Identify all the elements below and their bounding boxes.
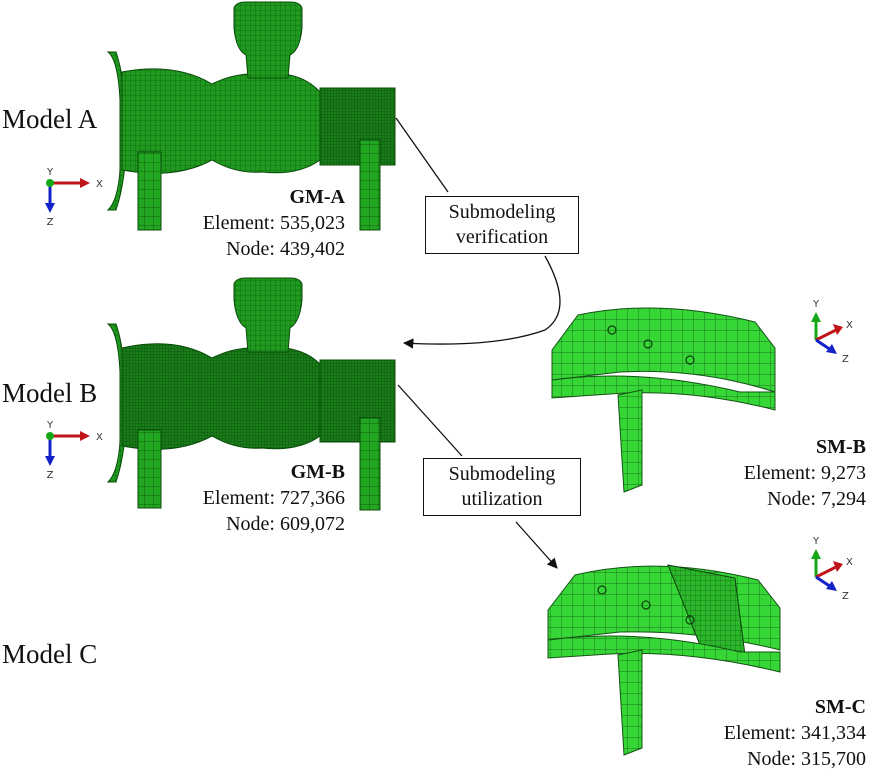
gm-a-name: GM-A [289, 186, 345, 208]
model-c-label: Model C [2, 639, 98, 669]
axis-label-x: X [96, 179, 103, 190]
global-model-b-mesh [106, 277, 396, 511]
axis-label-z: Z [47, 217, 54, 228]
gm-b-name: GM-B [290, 461, 345, 483]
sm-b-elements: Element: 9,273 [744, 460, 866, 486]
gm-b-elements: Element: 727,366 [203, 485, 345, 511]
axis-label-y: Y [46, 420, 54, 431]
axis-triad-sm-c: Y X Z [811, 536, 853, 602]
axis-label-z: Z [47, 470, 54, 481]
node-label: Node: [767, 488, 816, 510]
sm-b-nodes: Node: 7,294 [744, 486, 866, 512]
element-count: 535,023 [280, 212, 345, 234]
sm-c-info: SM-C Element: 341,334 Node: 315,700 [724, 694, 866, 772]
axis-label-y: Y [46, 167, 54, 178]
model-b-label: Model B [2, 378, 98, 408]
element-count: 727,366 [280, 487, 345, 509]
node-label: Node: [226, 513, 275, 535]
connector-verification-to-gm-b [402, 255, 561, 349]
element-count: 341,334 [801, 722, 866, 744]
node-count: 7,294 [821, 488, 866, 510]
submodeling-utilization-box: Submodeling utilization [423, 458, 581, 516]
connector-gm-a-to-verification [395, 117, 449, 193]
element-count: 9,273 [821, 462, 866, 484]
axis-label-y: Y [812, 299, 820, 310]
sm-c-elements: Element: 341,334 [724, 720, 866, 746]
global-model-a-mesh [106, 1, 396, 231]
sm-c-name: SM-C [814, 696, 866, 718]
box-line-2: utilization [461, 488, 543, 510]
model-a-label: Model A [2, 104, 98, 134]
box-line-1: Submodeling [448, 463, 556, 485]
element-label: Element: [202, 487, 275, 509]
axis-label-z: Z [842, 591, 849, 602]
submodel-b-mesh [551, 307, 776, 493]
gm-b-info: GM-B Element: 727,366 Node: 609,072 [203, 459, 345, 537]
node-label: Node: [747, 748, 796, 770]
node-count: 439,402 [280, 238, 345, 260]
connector-utilization-to-sm-c [515, 521, 558, 569]
node-count: 315,700 [801, 748, 866, 770]
sm-b-name: SM-B [816, 436, 866, 458]
sm-c-nodes: Node: 315,700 [724, 746, 866, 772]
axis-label-x: X [846, 320, 853, 331]
box-line-2: verification [455, 226, 549, 248]
gm-a-elements: Element: 535,023 [203, 210, 345, 236]
axis-label-x: X [846, 557, 853, 568]
axis-triad-model-a: Y X Z [45, 167, 103, 228]
gm-a-nodes: Node: 439,402 [203, 236, 345, 262]
submodeling-verification-box: Submodeling verification [425, 196, 579, 254]
axis-label-z: Z [842, 354, 849, 365]
connector-gm-b-to-utilization [397, 384, 463, 457]
box-line-1: Submodeling [448, 201, 556, 223]
axis-label-x: X [96, 432, 103, 443]
submodel-c-mesh [547, 564, 781, 756]
element-label: Element: [743, 462, 816, 484]
sm-b-info: SM-B Element: 9,273 Node: 7,294 [744, 434, 866, 512]
axis-triad-model-b: Y X Z [45, 420, 103, 481]
gm-a-info: GM-A Element: 535,023 Node: 439,402 [203, 184, 345, 262]
gm-b-nodes: Node: 609,072 [203, 511, 345, 537]
node-count: 609,072 [280, 513, 345, 535]
element-label: Element: [202, 212, 275, 234]
axis-triad-sm-b: Y X Z [811, 299, 853, 365]
element-label: Element: [723, 722, 796, 744]
axis-label-y: Y [812, 536, 820, 547]
node-label: Node: [226, 238, 275, 260]
